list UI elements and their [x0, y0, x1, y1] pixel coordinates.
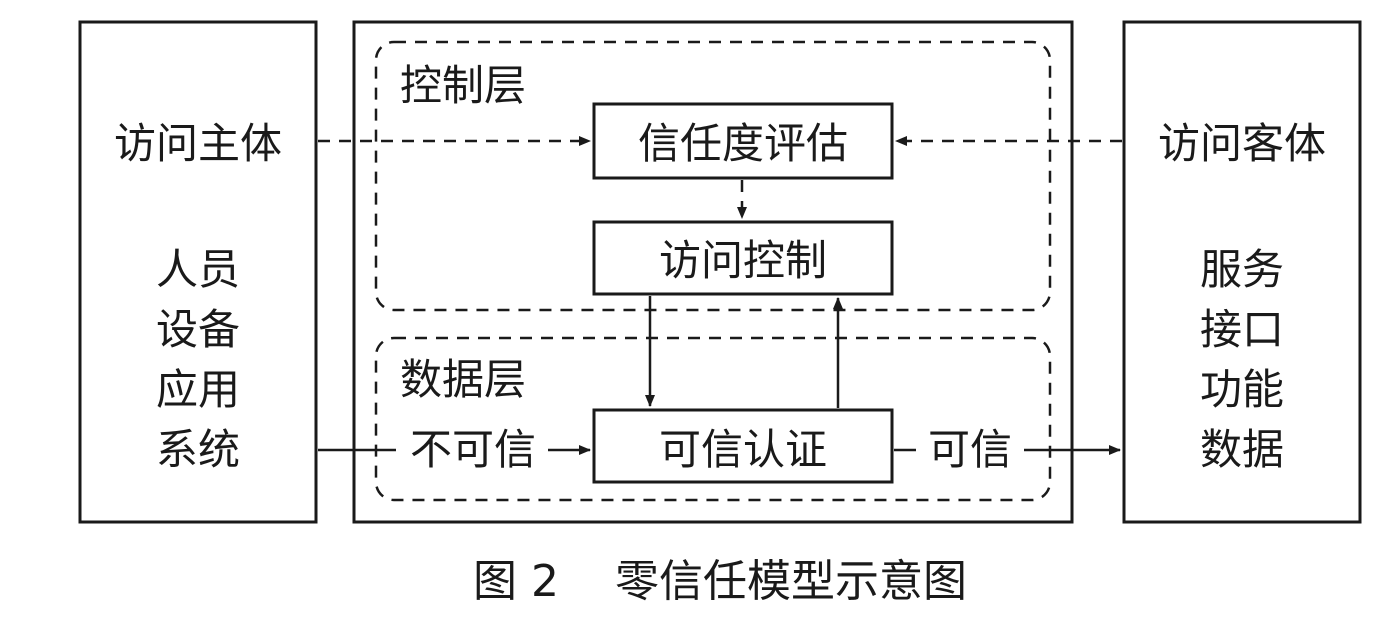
object-item: 数据 — [1200, 425, 1284, 474]
access-subject-box — [78, 20, 318, 524]
object-item: 功能 — [1200, 365, 1284, 414]
subject-item: 应用 — [156, 365, 240, 414]
access-object-box — [1122, 20, 1362, 524]
trust-evaluation-label: 信任度评估 — [638, 119, 848, 168]
access-control-box — [592, 220, 894, 296]
trusted-label: 可信 — [928, 425, 1012, 474]
object-item: 接口 — [1200, 305, 1284, 354]
untrusted-label: 不可信 — [410, 425, 536, 474]
subject-item: 设备 — [156, 305, 240, 354]
control-layer-label: 控制层 — [400, 61, 526, 110]
access-control-label: 访问控制 — [659, 236, 827, 285]
trusted-authentication-label: 可信认证 — [659, 425, 827, 474]
subject-item: 系统 — [156, 425, 240, 474]
subject-item: 人员 — [156, 245, 240, 294]
data-layer-label: 数据层 — [400, 355, 526, 404]
figure-caption: 图 2 零信任模型示意图 — [473, 556, 967, 607]
data-layer-region — [374, 336, 1052, 502]
control-layer-region — [374, 40, 1052, 312]
trusted-authentication-box — [592, 408, 894, 484]
access-object-title: 访问客体 — [1158, 119, 1326, 168]
object-item: 服务 — [1200, 245, 1284, 294]
access-subject-title: 访问主体 — [114, 119, 282, 168]
trust-evaluation-box — [592, 102, 894, 180]
